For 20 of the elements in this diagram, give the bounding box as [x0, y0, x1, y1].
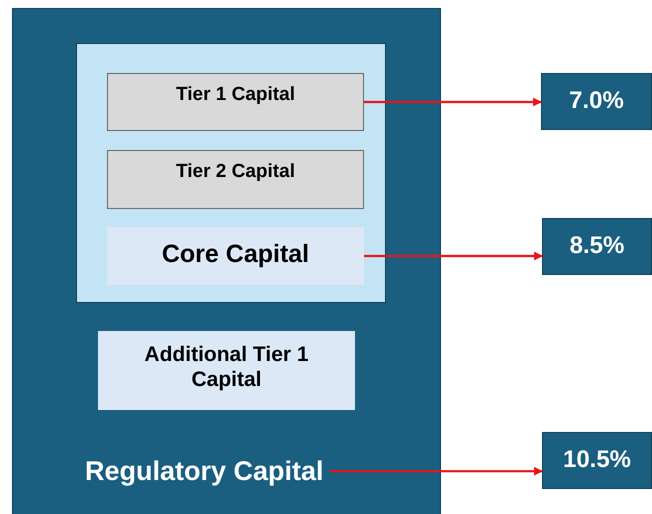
box-label: Tier 1 Capital — [175, 83, 296, 107]
tier-box — [107, 150, 364, 209]
box-label: Additional Tier 1 Capital — [143, 342, 310, 392]
arrow — [364, 252, 543, 260]
ratio-box — [541, 73, 652, 130]
tier-box — [107, 73, 364, 131]
arrow — [330, 466, 543, 476]
inner-panel — [76, 43, 386, 303]
box-label: Core Capital — [160, 239, 310, 269]
regulatory-capital-box — [12, 8, 441, 514]
ratio-box — [542, 432, 652, 489]
ratio-box — [542, 218, 652, 275]
box-title: Regulatory Capital — [85, 455, 324, 488]
box-label: 8.5% — [568, 231, 626, 261]
box-label: 7.0% — [568, 86, 625, 116]
box-label: Tier 2 Capital — [175, 160, 296, 184]
additional-tier-box — [98, 331, 355, 410]
arrow — [364, 98, 542, 106]
box-label: 10.5% — [562, 445, 632, 475]
core-capital-box — [107, 227, 364, 285]
